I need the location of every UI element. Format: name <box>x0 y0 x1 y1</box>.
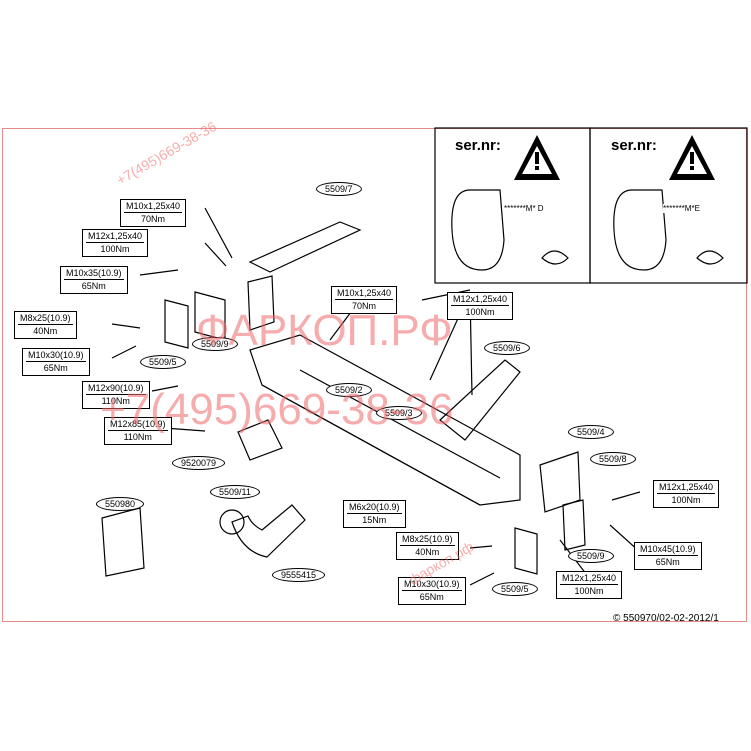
side-plate-right <box>514 527 538 575</box>
ser-plate-code-right: *******M*E <box>663 204 700 213</box>
ser-panel-right-frame <box>589 127 748 284</box>
spec-m8x25-left: M8x25(10.9)40Nm <box>14 311 77 339</box>
warning-triangles <box>514 135 715 180</box>
watermark-domain-large: ФАРКОП.РФ <box>196 306 453 355</box>
part-5509-8: 5509/8 <box>590 452 636 466</box>
eye-left <box>541 250 569 265</box>
copyright-note: © 550970/02-02-2012/1 <box>613 613 719 624</box>
electrical-kit <box>101 507 145 577</box>
watermark-phone-large: +7(495)669-38-36 <box>100 385 454 434</box>
spec-m10x35: M10x35(10.9)65Nm <box>60 266 128 294</box>
spec-m12x90: M12x90(10.9)110Nm <box>82 381 150 409</box>
side-plate-left <box>164 299 189 349</box>
eye-right <box>696 250 724 265</box>
part-5509-5-left: 5509/5 <box>140 355 186 369</box>
part-5509-7: 5509/7 <box>316 182 362 196</box>
part-5509-9-right: 5509/9 <box>568 549 614 563</box>
bracket-right <box>439 359 521 441</box>
plate-5509-4 <box>539 451 581 513</box>
part-5509-5-right: 5509/5 <box>492 582 538 596</box>
ser-nr-label-left: ser.nr: <box>455 137 501 154</box>
leader-lines <box>111 207 641 586</box>
part-5509-6: 5509/6 <box>484 341 530 355</box>
part-5509-9-left: 5509/9 <box>192 337 238 351</box>
spec-m10x30-left: M10x30(10.9)65Nm <box>22 348 90 376</box>
plate-5509-9-right <box>562 499 586 551</box>
spec-m6x20: M6x20(10.9)15Nm <box>343 500 406 528</box>
spec-m10x45: M10x45(10.9)65Nm <box>634 542 702 570</box>
spec-m10x30-right: M10x30(10.9)65Nm <box>398 577 466 605</box>
ball-neck <box>231 504 306 558</box>
spec-m12x85: M12x85(10.9)110Nm <box>104 417 172 445</box>
part-5509-3: 5509/3 <box>376 406 422 420</box>
tow-ball <box>219 509 245 535</box>
ser-nr-label-right: ser.nr: <box>611 137 657 154</box>
cross-beam-edge <box>261 384 481 506</box>
part-550980: 550980 <box>96 497 145 511</box>
part-5509-4: 5509/4 <box>568 425 614 439</box>
part-9520079: 9520079 <box>172 456 226 470</box>
plate-contour-left <box>451 189 505 271</box>
spec-m8x25-right: M8x25(10.9)40Nm <box>396 532 459 560</box>
diagram-frame <box>2 128 747 622</box>
top-bracket <box>248 221 362 273</box>
part-5509-11: 5509/11 <box>210 485 260 499</box>
part-5509-2: 5509/2 <box>326 383 372 397</box>
part-9555415: 9555415 <box>272 568 326 582</box>
ser-plate-code-left: *******M* D <box>504 204 544 213</box>
bracket-left <box>247 275 275 331</box>
socket-bracket <box>237 419 283 461</box>
plate-contour-right <box>613 189 667 271</box>
